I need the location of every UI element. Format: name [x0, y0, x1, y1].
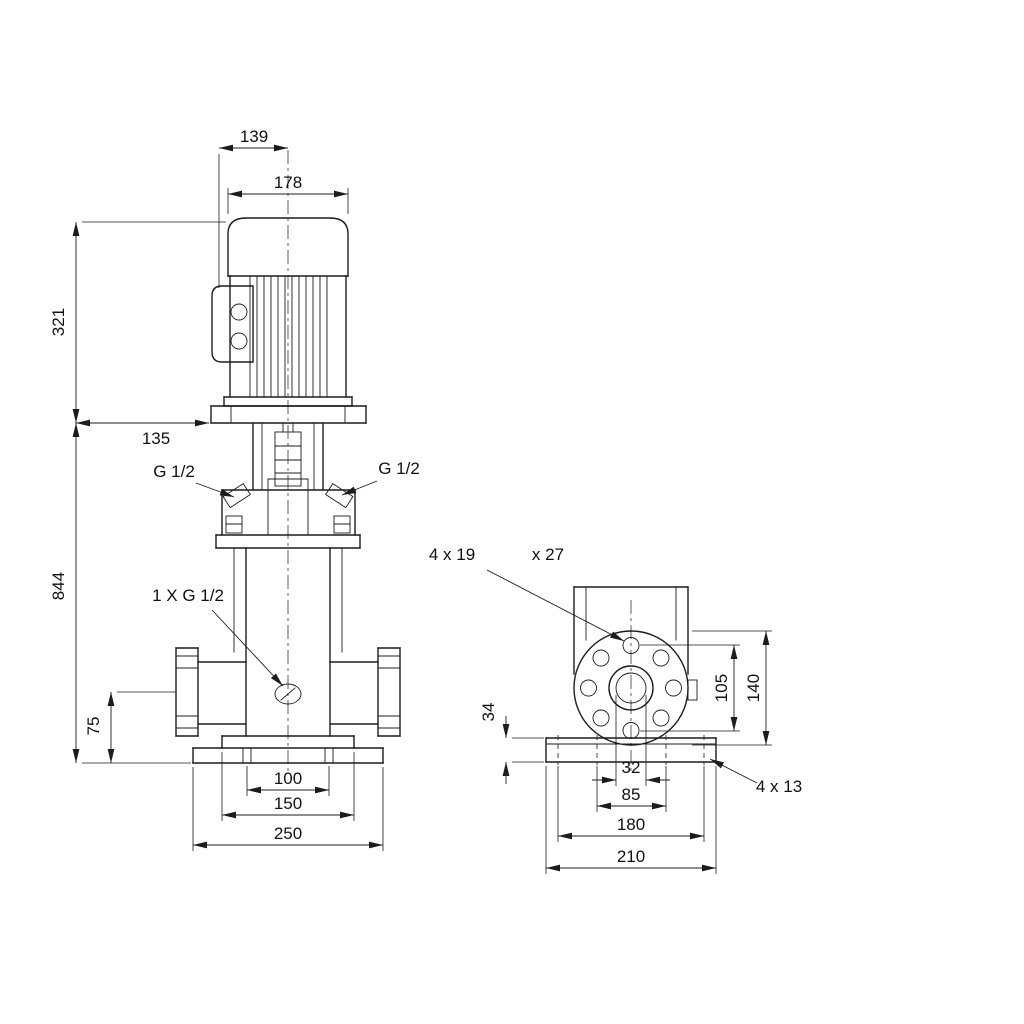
- dim-85-label: 85: [622, 785, 641, 804]
- dim-844-label: 844: [49, 572, 68, 600]
- dim-32-label: 32: [622, 758, 641, 777]
- dim-250-label: 250: [274, 824, 302, 843]
- motor-fin-lines: [249, 275, 328, 398]
- dim-34-label: 34: [479, 703, 498, 722]
- staybolt-nuts: [225, 515, 351, 534]
- flange-bolt-hole: [580, 679, 597, 697]
- dim-135-label: 135: [142, 429, 170, 448]
- chamber-sleeve: [233, 547, 343, 737]
- cable-entry-hole: [230, 303, 248, 321]
- base-holes-label: 4 x 13: [756, 777, 802, 796]
- flange-holes-label: 4 x 19: [429, 545, 475, 564]
- base-plate-front: [192, 735, 384, 764]
- discharge-flange: [329, 647, 401, 737]
- port-right-label: G 1/2: [378, 459, 420, 478]
- dim-321-label: 321: [49, 308, 68, 336]
- terminal-box: [211, 285, 254, 363]
- front-dimensions: 139 178 321 135 844 G 1/2 G 1/2 1 X G 1/…: [49, 127, 420, 851]
- flange-bolt-hole: [652, 709, 670, 727]
- shaft-coupling: [274, 431, 302, 487]
- dim-210-label: 210: [617, 847, 645, 866]
- base-plate-side: [545, 735, 717, 765]
- drain-port-label: 1 X G 1/2: [152, 586, 224, 605]
- dim-100-label: 100: [274, 769, 302, 788]
- pump-column: [573, 586, 689, 675]
- dim-139-label: 139: [240, 127, 268, 146]
- coupling-lantern: [252, 422, 324, 491]
- flange-bolt-hole: [652, 649, 670, 667]
- dim-178-label: 178: [274, 173, 302, 192]
- flange-bolt-hole: [622, 637, 640, 654]
- flange-holes-depth-label: x 27: [532, 545, 564, 564]
- motor-flange: [210, 405, 367, 424]
- flange-bolt-hole: [665, 679, 682, 697]
- flange-bolt-hole: [592, 709, 610, 727]
- dim-150-label: 150: [274, 794, 302, 813]
- drain-plug: [274, 683, 302, 705]
- dim-140-label: 140: [744, 674, 763, 702]
- pump-head: [221, 478, 356, 536]
- side-view: 4 x 19 x 27 34 105 140 32 85: [429, 545, 802, 874]
- chamber-top-plate: [215, 534, 361, 549]
- dim-105-label: 105: [712, 674, 731, 702]
- side-dimensions: 4 x 19 x 27 34 105 140 32 85: [429, 545, 802, 874]
- side-plug-tab: [687, 679, 698, 701]
- front-view: 139 178 321 135 844 G 1/2 G 1/2 1 X G 1/…: [49, 127, 420, 851]
- flange-bolt-hole: [592, 649, 610, 667]
- dim-180-label: 180: [617, 815, 645, 834]
- port-flange-face: [573, 630, 698, 746]
- port-left-label: G 1/2: [153, 462, 195, 481]
- dim-75-label: 75: [84, 717, 103, 736]
- cable-entry-hole: [230, 332, 248, 350]
